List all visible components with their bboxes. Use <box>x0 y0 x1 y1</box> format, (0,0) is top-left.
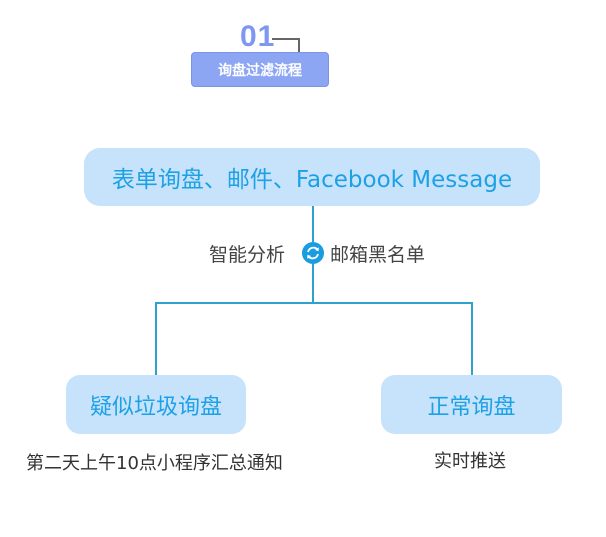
connector-top <box>312 206 314 242</box>
connector-right <box>471 302 473 375</box>
spam-notification-note: 第二天上午10点小程序汇总通知 <box>26 453 283 474</box>
source-node-label: 表单询盘、邮件、Facebook Message <box>111 167 513 193</box>
normal-inquiry-label: 正常询盘 <box>427 394 516 420</box>
connector-left <box>155 302 157 375</box>
normal-inquiry-node: 正常询盘 <box>381 375 562 434</box>
normal-push-note: 实时推送 <box>434 451 506 472</box>
sync-icon <box>302 242 324 264</box>
step-number: 01 <box>240 20 276 53</box>
filter-label-smart-analysis: 智能分析 <box>209 244 286 266</box>
connector-split <box>155 302 473 304</box>
section-title: 询盘过滤流程 <box>218 62 302 79</box>
source-node: 表单询盘、邮件、Facebook Message <box>84 148 540 206</box>
spam-inquiry-node: 疑似垃圾询盘 <box>66 375 246 434</box>
filter-label-email-blacklist: 邮箱黑名单 <box>330 244 426 266</box>
section-title-tab: 询盘过滤流程 <box>191 52 329 87</box>
connector-middle <box>312 264 314 304</box>
step-bracket-decoration <box>272 38 300 52</box>
spam-inquiry-label: 疑似垃圾询盘 <box>89 394 222 420</box>
